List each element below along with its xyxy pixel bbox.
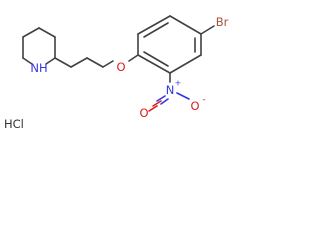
bromine-bond [200,25,215,35]
bromine-label: Br [216,15,229,29]
piperidine-ring [22,27,56,65]
nitro-minus-charge: - [202,95,205,105]
structure-diagram: NH O N + O O - Br HCl [4,15,229,131]
nitro-oxygen-single-label: O [190,99,199,113]
nitro-plus-charge: + [175,79,182,88]
nitro-oxygen-double-label: O [139,106,148,120]
ether-oxygen-label: O [116,60,125,74]
ether-bond [128,54,139,62]
ethyl-linker [54,57,114,68]
nitro-group-bonds [148,72,190,112]
amine-nh-label: NH [30,61,47,75]
nitro-nitrogen-label: N [166,83,175,97]
hcl-salt-label: HCl [4,117,24,131]
benzene-ring [137,15,202,74]
